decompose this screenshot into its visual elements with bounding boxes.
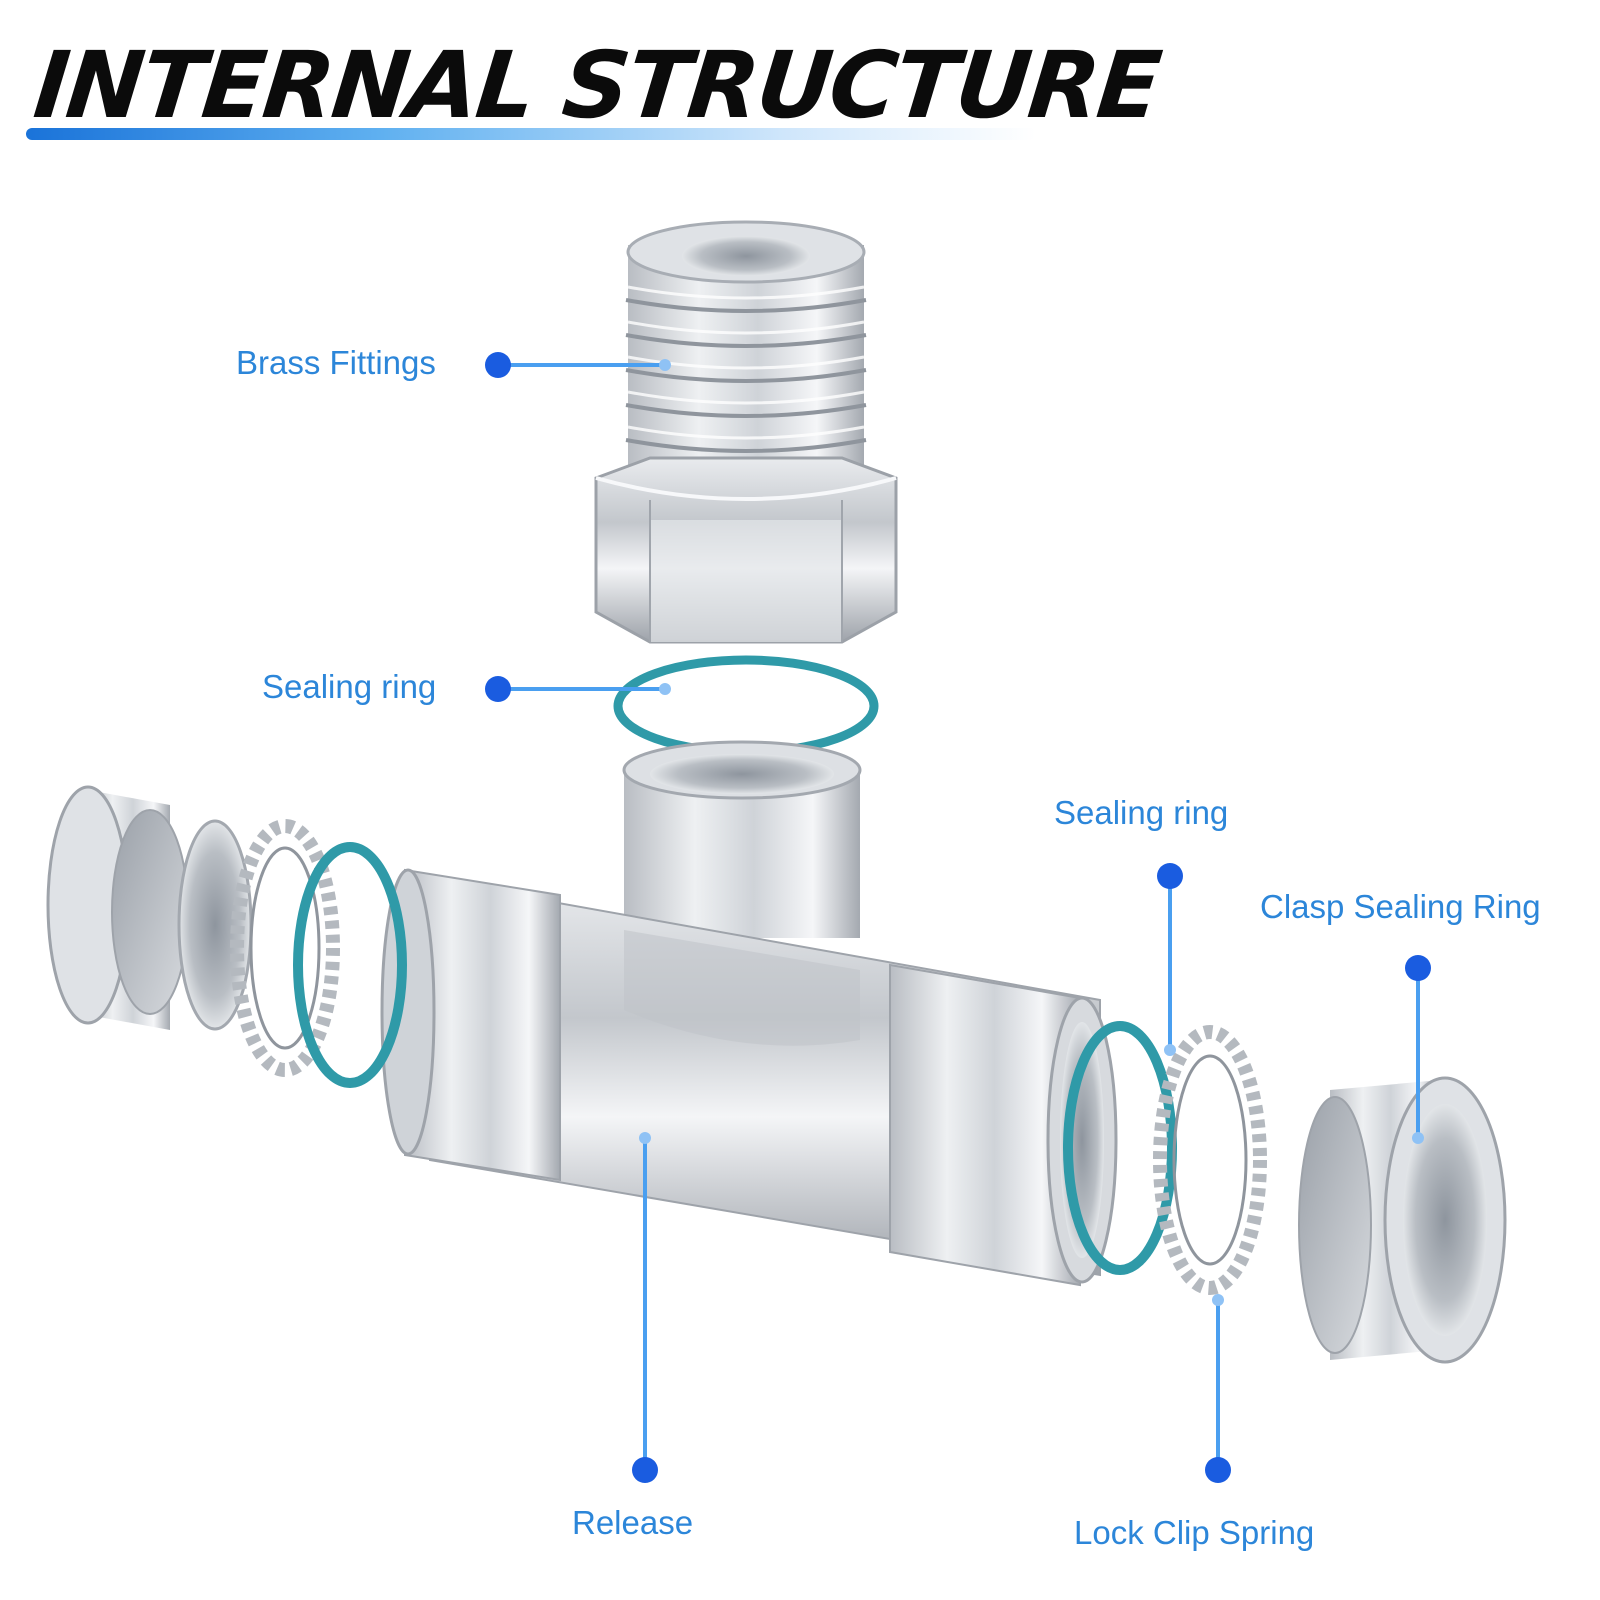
brass-fitting-part (594, 220, 898, 644)
dot-sealing-ring-right-end (1164, 1044, 1176, 1056)
dot-sealing-ring-top (485, 676, 511, 702)
right-clasp-sealing-ring (1298, 1076, 1507, 1364)
hex-nut (594, 456, 898, 644)
dot-lock-clip-spring-start (1212, 1294, 1224, 1306)
dot-brass-fittings (485, 352, 511, 378)
dot-clasp-sealing-ring (1405, 955, 1431, 981)
left-sealing-ring (293, 842, 407, 1088)
top-sealing-ring (613, 655, 879, 757)
label-release: Release (572, 1504, 694, 1541)
label-clasp-sealing-ring: Clasp Sealing Ring (1260, 888, 1541, 925)
left-lock-clip-spring (230, 819, 340, 1077)
right-sealing-ring (1063, 1021, 1177, 1275)
label-brass-fittings: Brass Fittings (236, 344, 436, 381)
label-sealing-ring-right: Sealing ring (1054, 794, 1229, 831)
left-clasp-sealing-ring (46, 785, 253, 1031)
right-lock-clip-spring (1153, 1025, 1267, 1295)
threads (625, 220, 867, 495)
tee-body-part (380, 740, 1118, 1287)
dot-lock-clip-spring (1205, 1457, 1231, 1483)
dot-clasp-sealing-ring-end (1412, 1132, 1424, 1144)
leader-lines (498, 363, 1420, 1470)
label-lock-clip-spring: Lock Clip Spring (1074, 1514, 1315, 1551)
label-sealing-ring-top: Sealing ring (262, 668, 437, 705)
dot-sealing-ring-top-end (659, 683, 671, 695)
leader-dots (485, 352, 1431, 1483)
title-underline (26, 128, 1036, 140)
dot-release (632, 1457, 658, 1483)
dot-release-start (639, 1132, 651, 1144)
dot-sealing-ring-right (1157, 863, 1183, 889)
dot-brass-fittings-end (659, 359, 671, 371)
